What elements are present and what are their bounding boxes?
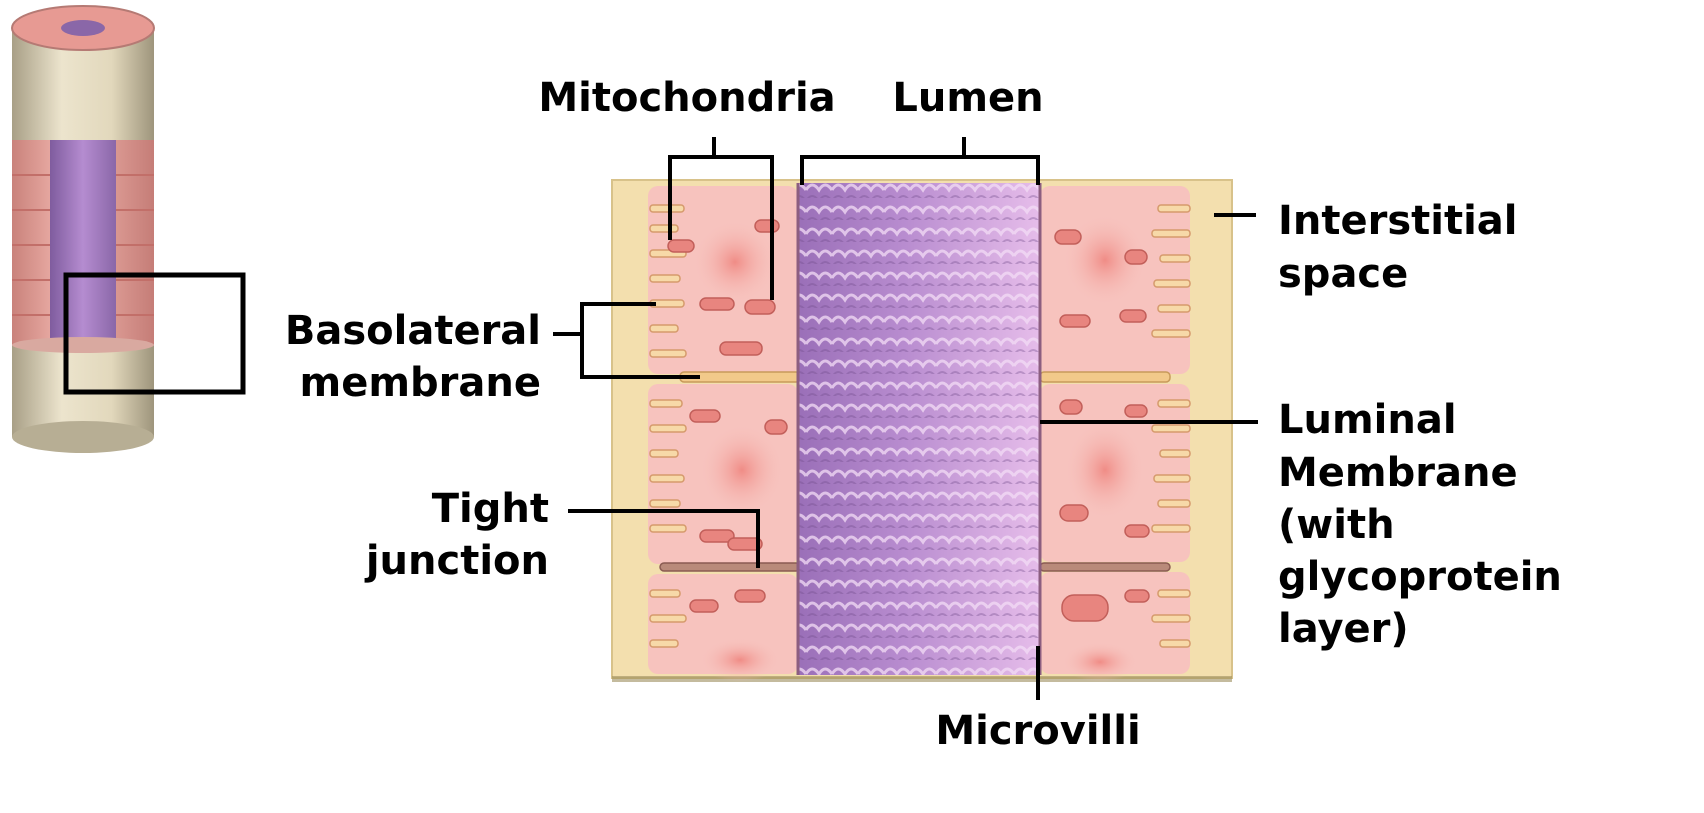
label-luminal-line5: layer) xyxy=(1278,606,1409,652)
left-nucleus-3 xyxy=(700,638,780,682)
right-epithelium xyxy=(1040,186,1190,682)
label-tight-line2: junction xyxy=(364,538,549,584)
label-lumen: Lumen xyxy=(892,75,1043,121)
label-luminal-line1: Luminal xyxy=(1278,397,1457,443)
section-shadow xyxy=(612,676,1232,682)
label-luminal-line4: glycoprotein xyxy=(1278,554,1562,600)
left-nucleus-2 xyxy=(700,424,784,516)
label-luminal-line3: (with xyxy=(1278,502,1395,548)
left-junction-2 xyxy=(660,563,800,571)
right-nucleus-3 xyxy=(1062,642,1138,682)
label-tight-line1: Tight xyxy=(432,486,549,532)
label-microvilli: Microvilli xyxy=(935,708,1140,754)
label-luminal-line2: Membrane xyxy=(1278,450,1518,496)
label-basolateral-line1: Basolateral xyxy=(285,308,541,354)
label-interstitial-line2: space xyxy=(1278,251,1408,297)
tubule-bottom-rim xyxy=(12,337,154,353)
tubule-top-lumen xyxy=(61,20,105,36)
lumen-bracket xyxy=(802,137,1038,185)
cross-section xyxy=(612,180,1232,682)
tubule-bottom-face xyxy=(12,421,154,453)
right-junction-2 xyxy=(1040,563,1170,571)
tubule-overview xyxy=(12,6,243,453)
label-interstitial-line1: Interstitial xyxy=(1278,198,1518,244)
lumen-texture xyxy=(798,183,1040,675)
label-mitochondria: Mitochondria xyxy=(538,75,835,121)
tubule-lumen xyxy=(50,140,116,345)
right-junction-1 xyxy=(1040,372,1170,382)
left-epithelium xyxy=(648,186,800,682)
label-basolateral-line2: membrane xyxy=(300,360,541,406)
